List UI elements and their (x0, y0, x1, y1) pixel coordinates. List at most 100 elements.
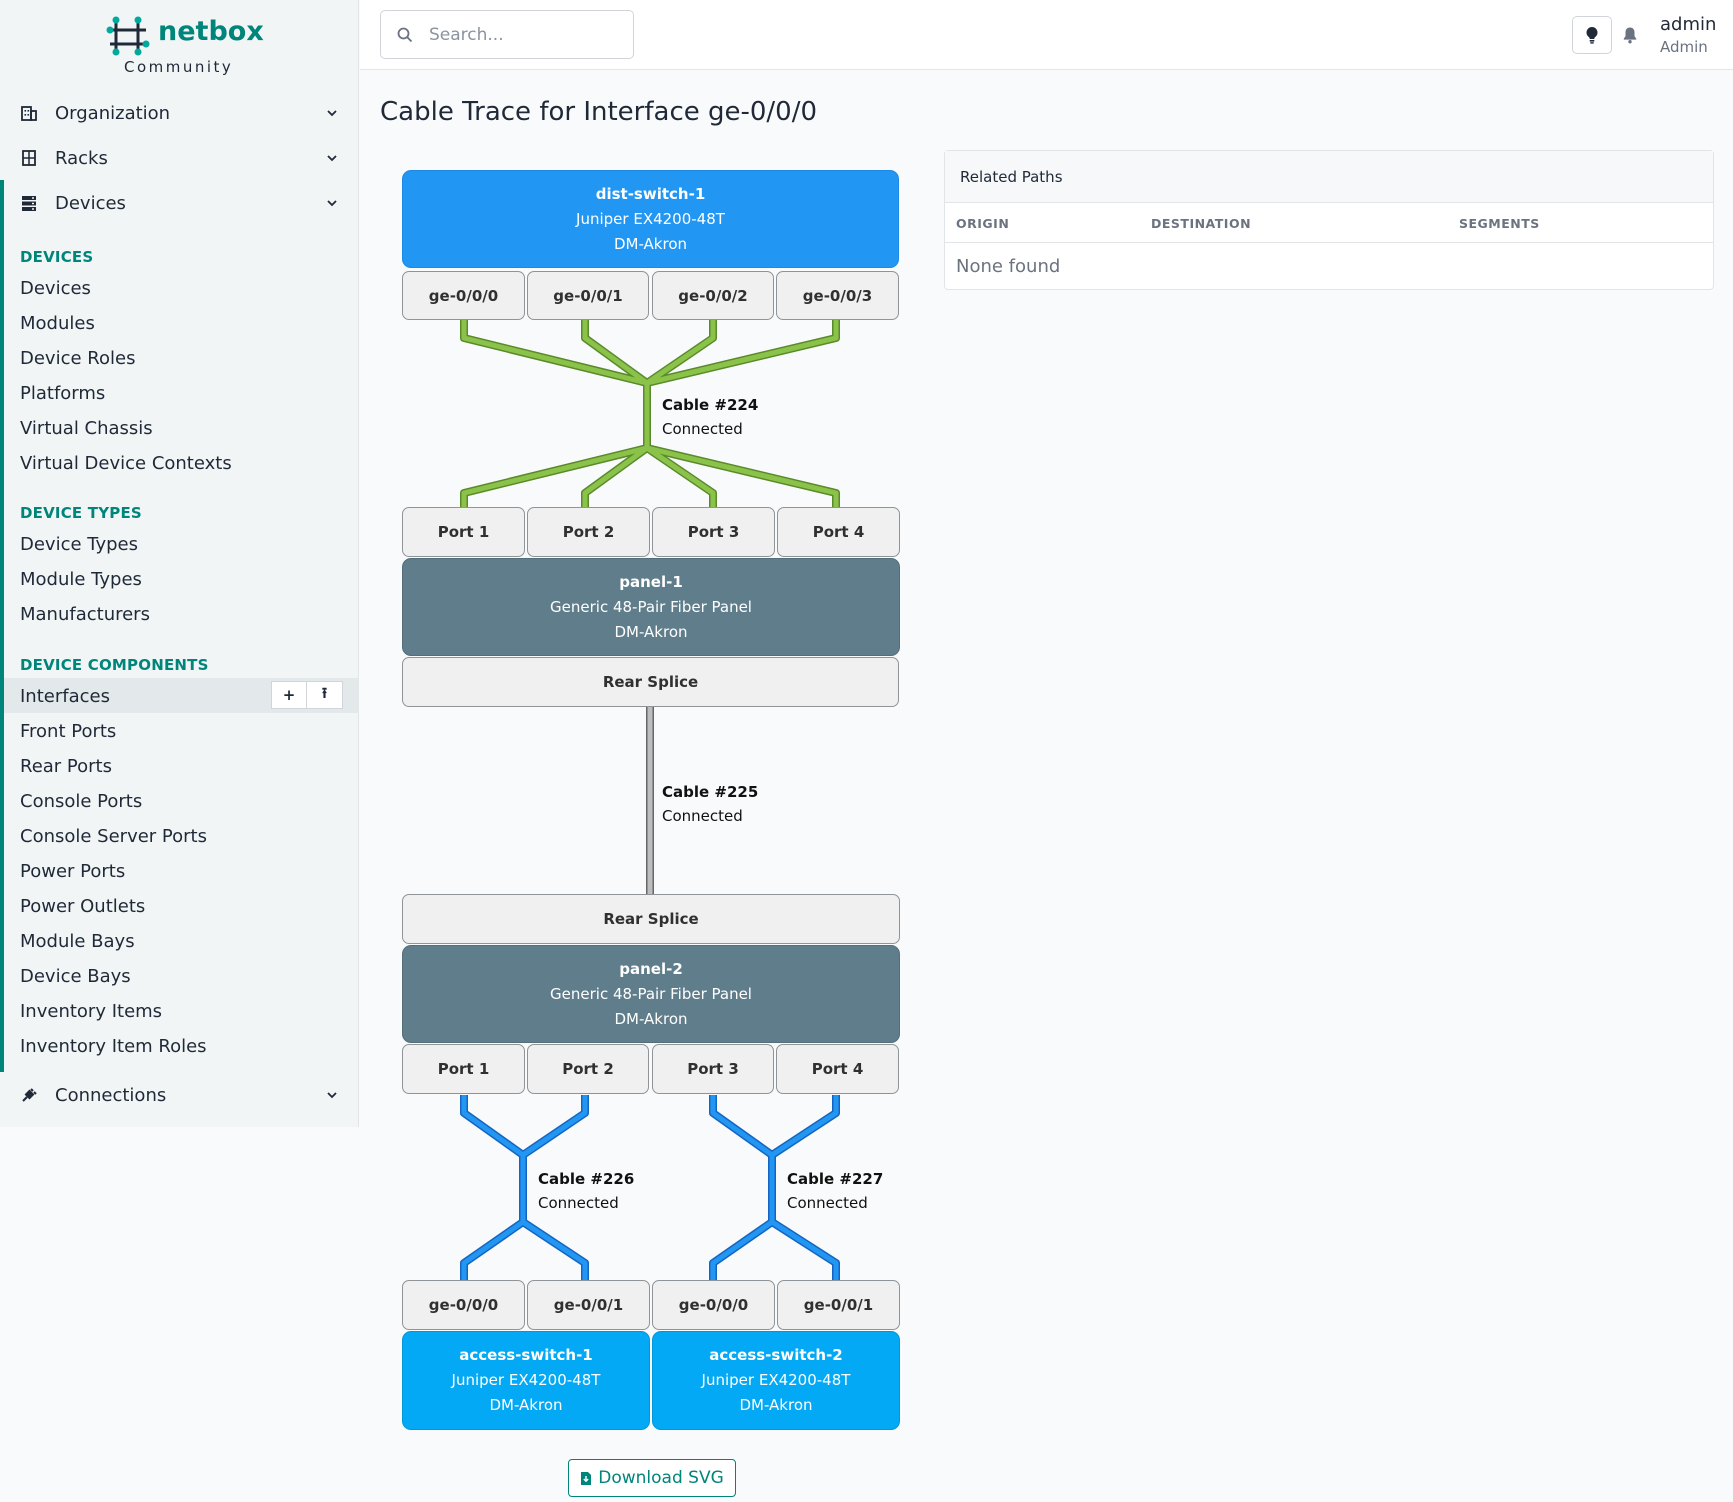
device-panel-1[interactable]: panel-1 Generic 48-Pair Fiber Panel DM-A… (402, 558, 900, 656)
sidebar-item-console-server-ports[interactable]: Console Server Ports (20, 826, 207, 847)
download-svg-button[interactable]: Download SVG (568, 1459, 736, 1497)
cable-225-id: Cable #225 (662, 783, 759, 801)
interfaces-actions: + ⭱ (271, 681, 343, 709)
sidebar-item-devices[interactable]: Devices (20, 278, 91, 299)
sidebar-item-power-ports[interactable]: Power Ports (20, 861, 126, 882)
sidebar-item-platforms[interactable]: Platforms (20, 383, 106, 404)
device-model: Generic 48-Pair Fiber Panel (550, 984, 752, 1003)
netbox-logo[interactable]: netbox Community (106, 14, 266, 80)
device-site: DM-Akron (489, 1396, 563, 1414)
front-port-terminal[interactable]: Port 3 (652, 1044, 774, 1094)
user-name[interactable]: admin (1660, 14, 1717, 35)
interface-terminal[interactable]: ge-0/0/1 (777, 1280, 900, 1330)
device-site: DM-Akron (614, 622, 688, 641)
chevron-down-icon (327, 1092, 337, 1099)
front-port-terminal[interactable]: Port 4 (777, 507, 900, 557)
interface-terminal[interactable]: ge-0/0/0 (402, 1280, 525, 1330)
sidebar-item-front-ports[interactable]: Front Ports (20, 721, 117, 742)
sidebar-item-device-roles[interactable]: Device Roles (20, 348, 136, 369)
sidebar-item-modules[interactable]: Modules (20, 313, 95, 334)
sidebar-item-power-outlets[interactable]: Power Outlets (20, 896, 146, 917)
interface-terminal[interactable]: ge-0/0/3 (776, 271, 899, 320)
sidebar-item-manufacturers[interactable]: Manufacturers (20, 604, 150, 625)
cable-226-status: Connected (538, 1194, 619, 1212)
nav-organization-label: Organization (55, 102, 171, 124)
search-icon (397, 27, 413, 43)
interface-terminal[interactable]: ge-0/0/0 (402, 271, 525, 320)
nav-connections[interactable]: Connections (0, 1073, 359, 1117)
front-port-terminal[interactable]: Port 1 (402, 1044, 525, 1094)
related-paths-table-header: ORIGIN DESTINATION SEGMENTS (945, 203, 1713, 243)
sidebar-item-module-types[interactable]: Module Types (20, 569, 142, 590)
page-title: Cable Trace for Interface ge-0/0/0 (380, 97, 818, 127)
device-model: Generic 48-Pair Fiber Panel (550, 597, 752, 616)
device-name: panel-2 (619, 959, 683, 978)
interface-terminal[interactable]: ge-0/0/0 (652, 1280, 775, 1330)
interface-terminal[interactable]: ge-0/0/1 (527, 271, 649, 320)
device-panel-2[interactable]: panel-2 Generic 48-Pair Fiber Panel DM-A… (402, 945, 900, 1043)
cable-trace-diagram: dist-switch-1 Juniper EX4200-48T DM-Akro… (380, 150, 920, 1502)
front-port-terminal[interactable]: Port 3 (652, 507, 775, 557)
sidebar-item-device-types[interactable]: Device Types (20, 534, 139, 555)
device-access-switch-2[interactable]: access-switch-2 Juniper EX4200-48T DM-Ak… (652, 1331, 900, 1430)
device-site: DM-Akron (613, 234, 688, 253)
sidebar-item-module-bays[interactable]: Module Bays (20, 931, 135, 952)
related-paths-card: Related Paths ORIGIN DESTINATION SEGMENT… (944, 150, 1714, 290)
device-model: Juniper EX4200-48T (451, 1371, 601, 1389)
sidebar-item-virtual-chassis[interactable]: Virtual Chassis (20, 418, 153, 439)
bell-icon[interactable] (1622, 26, 1638, 44)
brand-edition: Community (124, 58, 234, 76)
netbox-logo-icon (106, 16, 150, 56)
cable-227-label[interactable]: Cable #227 Connected (787, 1167, 883, 1215)
active-menu-indicator (0, 180, 4, 1072)
device-access-switch-1[interactable]: access-switch-1 Juniper EX4200-48T DM-Ak… (402, 1331, 650, 1430)
theme-toggle-button[interactable] (1572, 16, 1612, 54)
add-interface-button[interactable]: + (271, 681, 307, 709)
front-port-terminal[interactable]: Port 4 (776, 1044, 899, 1094)
cable-226-label[interactable]: Cable #226 Connected (538, 1167, 634, 1215)
search-input[interactable] (429, 23, 619, 47)
device-name: panel-1 (619, 572, 683, 591)
chevron-down-icon (327, 110, 337, 117)
import-interfaces-button[interactable]: ⭱ (307, 681, 343, 709)
column-header-segments[interactable]: SEGMENTS (1459, 216, 1540, 231)
sidebar-item-rear-ports[interactable]: Rear Ports (20, 756, 112, 777)
nav-devices[interactable]: Devices (0, 181, 359, 225)
front-port-terminal[interactable]: Port 2 (527, 1044, 649, 1094)
sidebar-item-interfaces[interactable]: Interfaces (20, 686, 110, 707)
front-port-terminal[interactable]: Port 1 (402, 507, 525, 557)
lightbulb-icon (1586, 26, 1598, 44)
device-site: DM-Akron (614, 1009, 688, 1028)
cable-226-id: Cable #226 (538, 1170, 635, 1188)
cable-225-status: Connected (662, 807, 743, 825)
sidebar-item-inventory-item-roles[interactable]: Inventory Item Roles (20, 1036, 207, 1057)
column-header-origin[interactable]: ORIGIN (956, 216, 1010, 231)
cable-226-227-lines (460, 1095, 840, 1280)
cable-224-label[interactable]: Cable #224 Connected (662, 393, 758, 441)
server-icon (22, 196, 36, 211)
sidebar: netbox Community Organization Racks Devi… (0, 0, 359, 1127)
sidebar-item-device-bays[interactable]: Device Bays (20, 966, 131, 987)
nav-racks[interactable]: Racks (0, 136, 359, 180)
device-model: Juniper EX4200-48T (701, 1371, 851, 1389)
nav-connections-label: Connections (55, 1084, 167, 1106)
sidebar-item-virtual-device-contexts[interactable]: Virtual Device Contexts (20, 453, 232, 474)
sidebar-item-console-ports[interactable]: Console Ports (20, 791, 143, 812)
rear-port-terminal[interactable]: Rear Splice (402, 657, 899, 707)
device-name: access-switch-2 (709, 1346, 843, 1364)
sidebar-item-inventory-items[interactable]: Inventory Items (20, 1001, 163, 1022)
rear-port-terminal[interactable]: Rear Splice (402, 894, 900, 944)
interface-terminal[interactable]: ge-0/0/1 (527, 1280, 650, 1330)
cable-225-label[interactable]: Cable #225 Connected (662, 780, 758, 828)
nav-organization[interactable]: Organization (0, 91, 359, 135)
section-heading-device-components: DEVICE COMPONENTS (20, 656, 209, 674)
top-header: admin Admin (360, 0, 1733, 70)
search-box[interactable] (380, 10, 634, 59)
download-svg-label: Download SVG (598, 1468, 724, 1488)
front-port-terminal[interactable]: Port 2 (527, 507, 650, 557)
nav-racks-label: Racks (55, 147, 108, 169)
column-header-destination[interactable]: DESTINATION (1151, 216, 1252, 231)
interface-terminal[interactable]: ge-0/0/2 (652, 271, 774, 320)
building-icon (21, 106, 37, 121)
device-dist-switch-1[interactable]: dist-switch-1 Juniper EX4200-48T DM-Akro… (402, 170, 899, 268)
